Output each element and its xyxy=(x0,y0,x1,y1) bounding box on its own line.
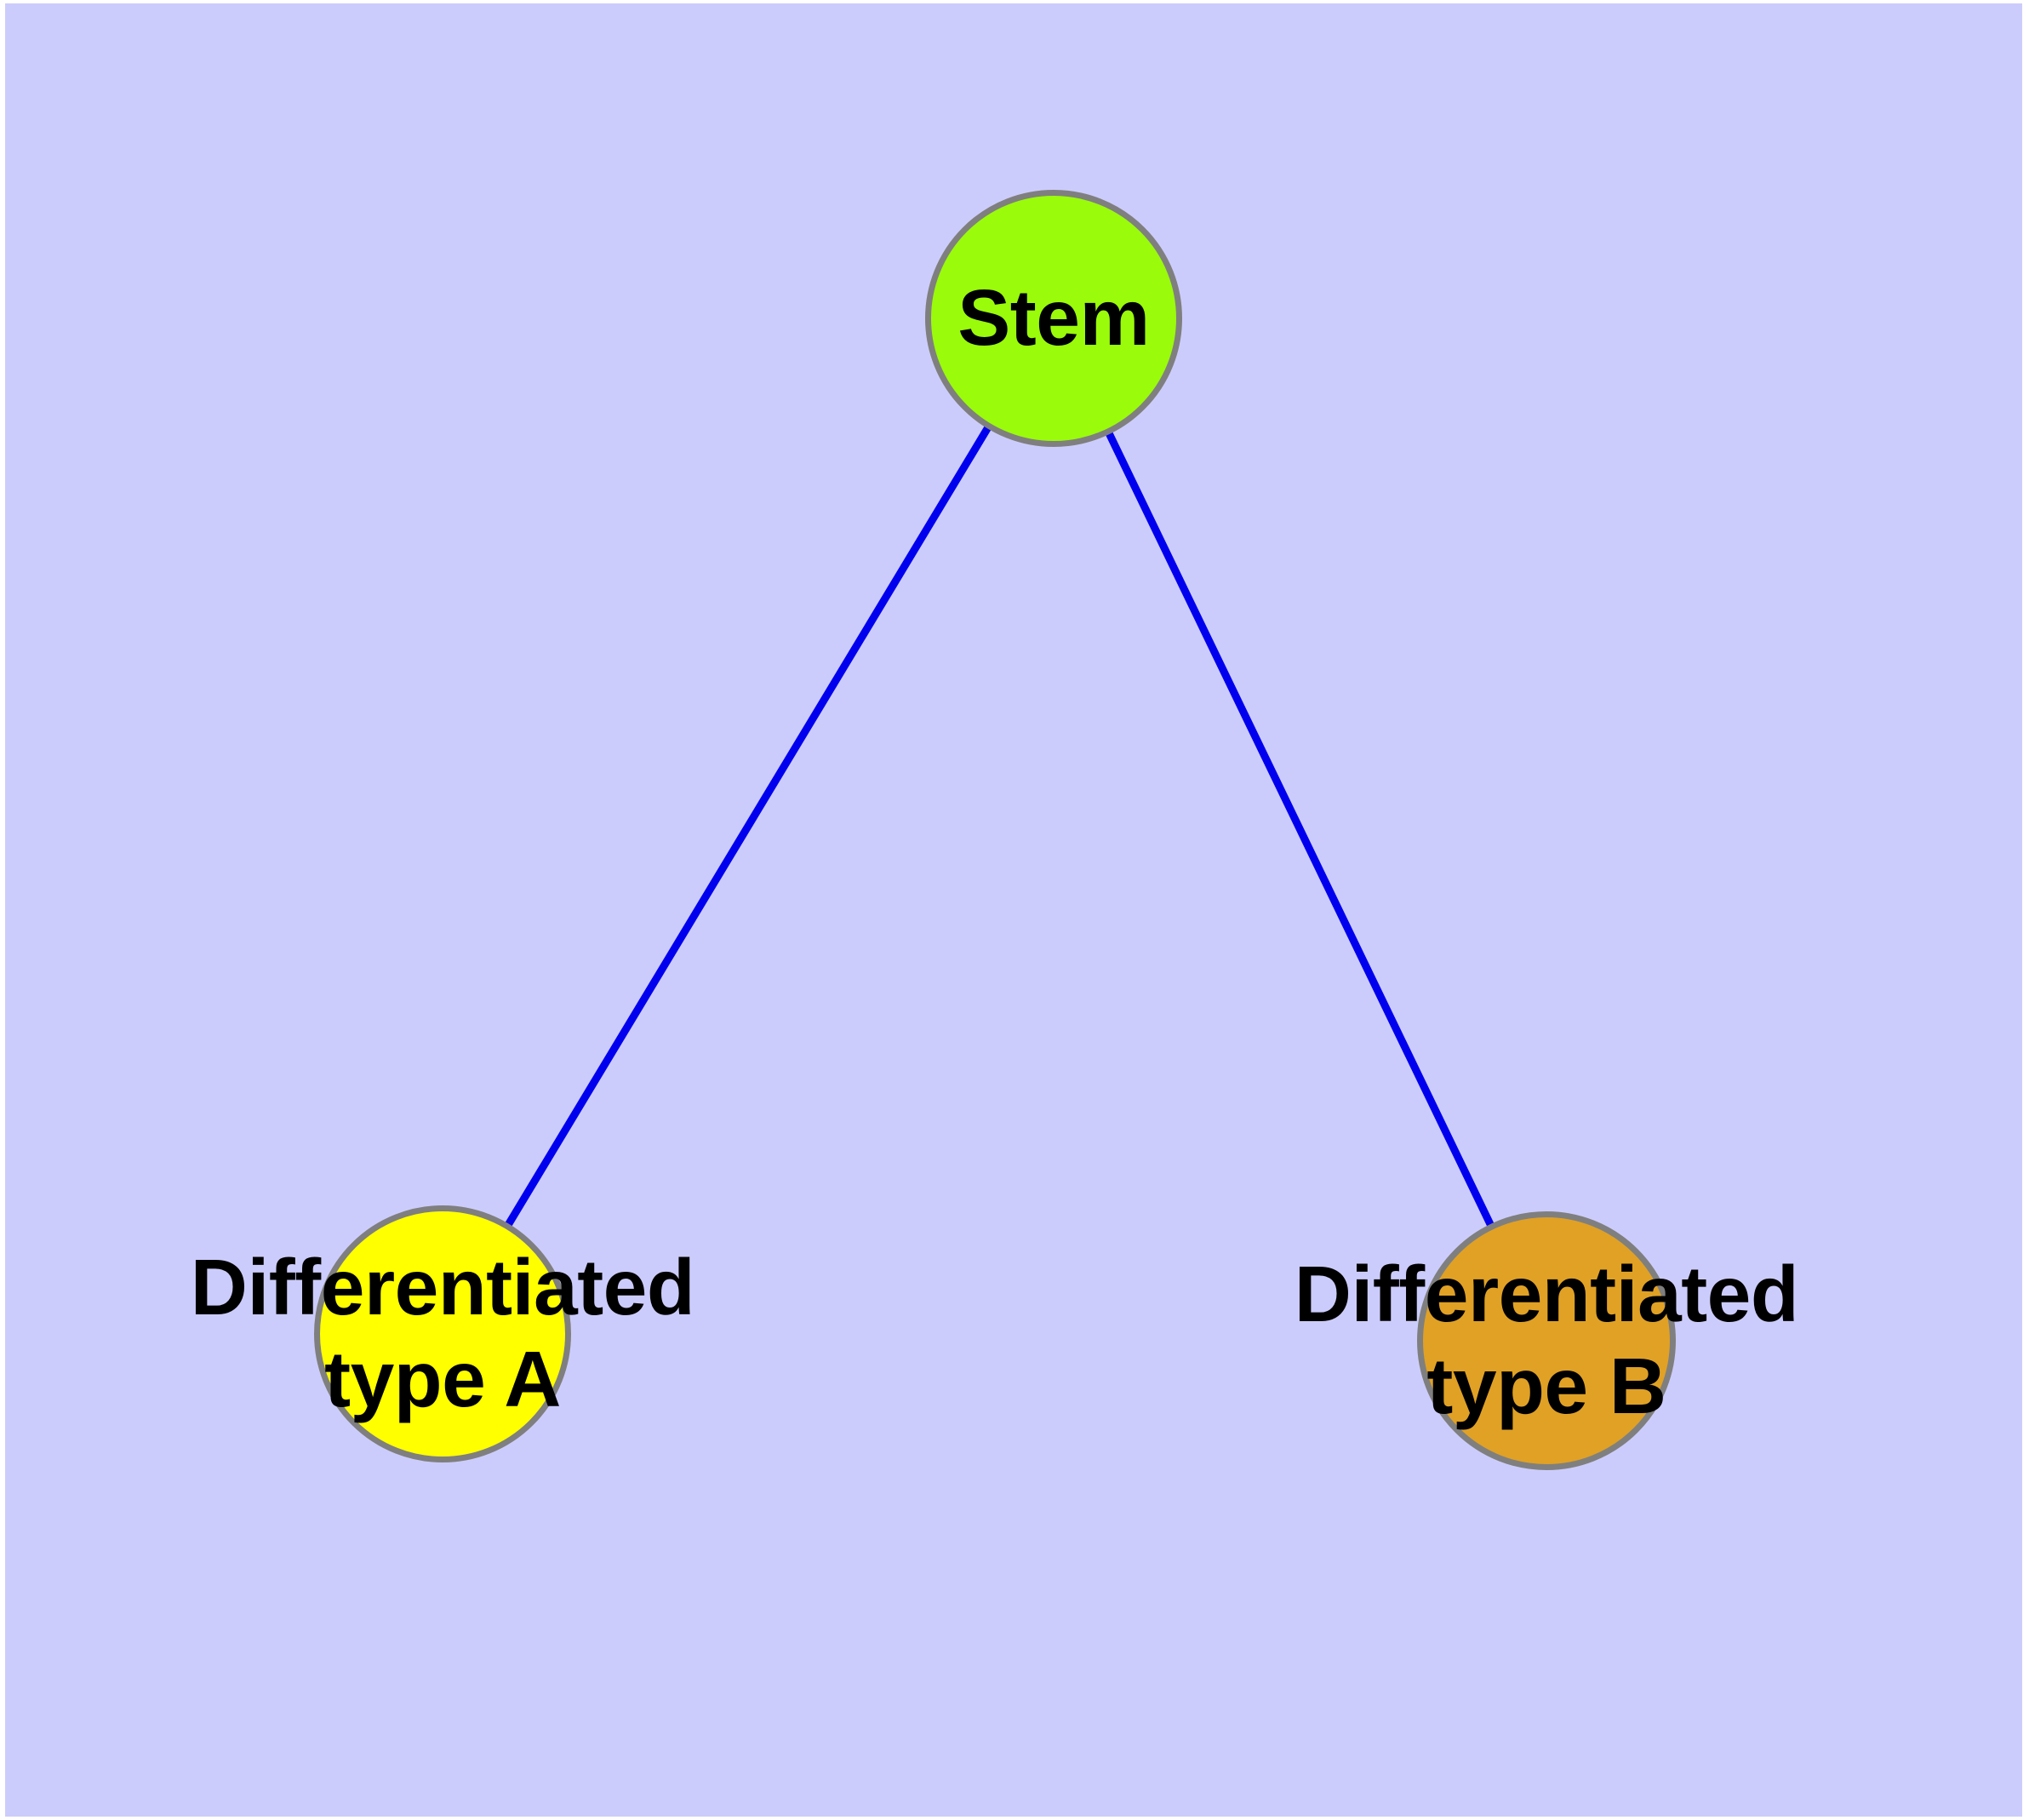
node-differentiated-type-b-circle[interactable] xyxy=(1417,1211,1676,1470)
node-differentiated-type-a-label: Differentiated type A xyxy=(190,1243,695,1423)
node-stem-circle[interactable] xyxy=(925,190,1182,447)
node-stem-label: Stem xyxy=(957,273,1150,363)
node-differentiated-type-b-label: Differentiated type B xyxy=(1294,1250,1799,1430)
node-differentiated-type-a-circle[interactable] xyxy=(314,1205,571,1462)
